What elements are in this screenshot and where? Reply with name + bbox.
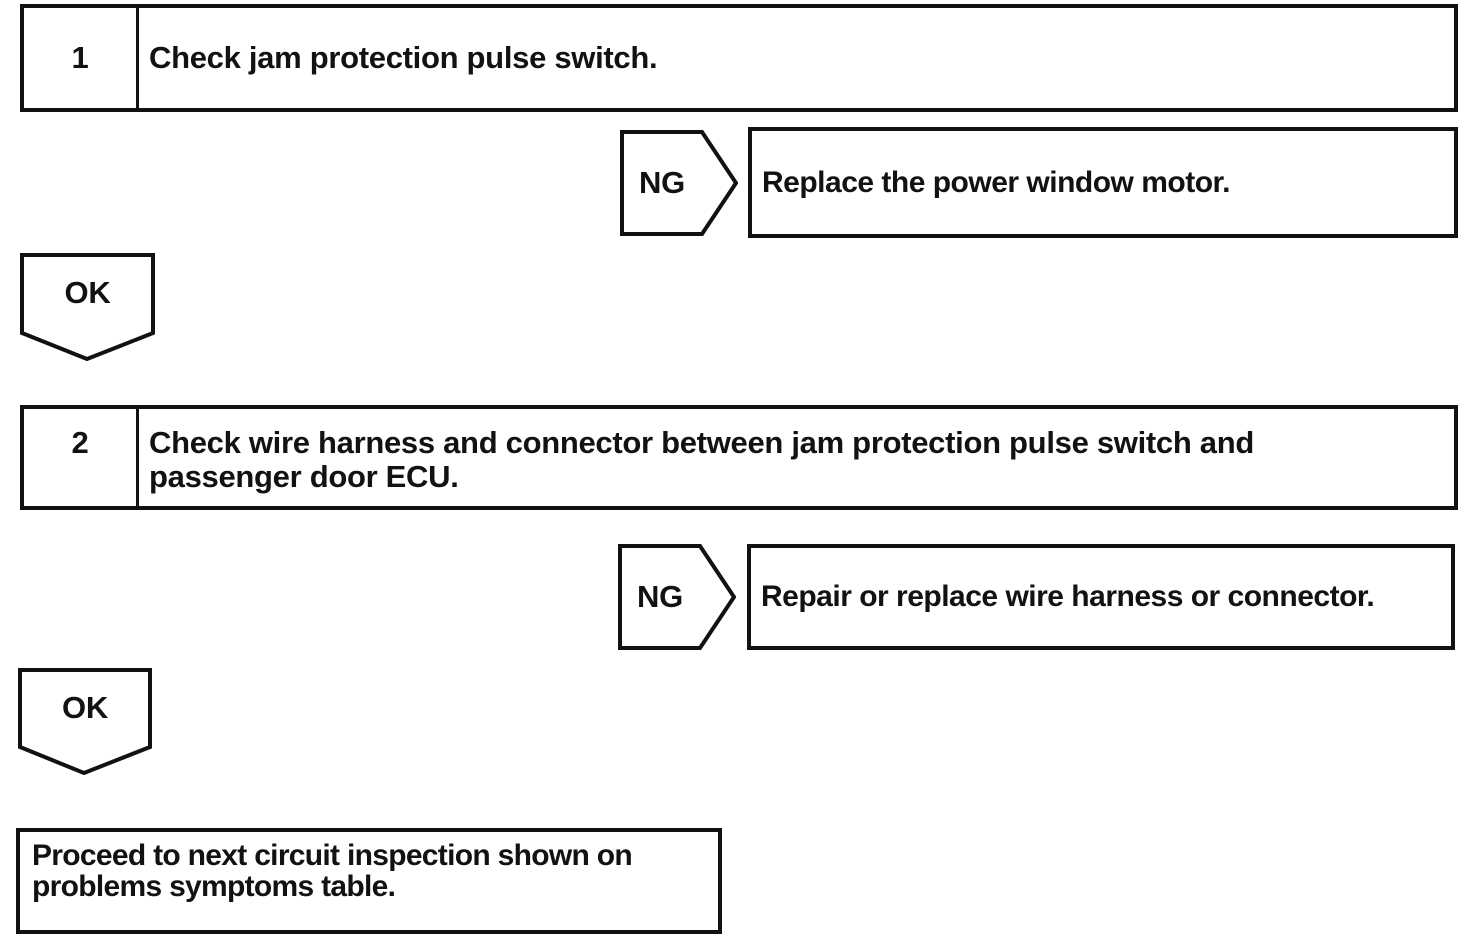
step-2-instruction: Check wire harness and connector between… (149, 425, 1255, 494)
right-arrow-pentagon-icon (618, 544, 736, 650)
ok-connector-1: OK (20, 253, 155, 361)
step-1-number: 1 (24, 8, 139, 108)
right-arrow-pentagon-icon (620, 130, 738, 236)
ng-connector-2: NG (618, 544, 736, 650)
ng-label-1: NG (639, 165, 685, 200)
down-arrow-pentagon-icon (20, 253, 155, 361)
ng-action-2-text: Repair or replace wire harness or connec… (761, 580, 1375, 613)
ng-action-1-box: Replace the power window motor. (748, 127, 1458, 238)
ng-action-2-box: Repair or replace wire harness or connec… (747, 544, 1455, 650)
step-2-number: 2 (24, 409, 139, 506)
ng-connector-1: NG (620, 130, 738, 236)
ng-action-1-text: Replace the power window motor. (762, 165, 1230, 199)
ng-label-2: NG (637, 579, 683, 614)
step-1-instruction: Check jam protection pulse switch. (149, 40, 658, 75)
ok-connector-2: OK (18, 668, 152, 775)
step-2-box: 2 Check wire harness and connector betwe… (20, 405, 1458, 510)
end-result-box: Proceed to next circuit inspection shown… (16, 828, 722, 934)
ok-label-1: OK (64, 275, 111, 310)
down-arrow-pentagon-icon (18, 668, 152, 775)
end-result-text: Proceed to next circuit inspection shown… (32, 839, 633, 903)
step-1-box: 1 Check jam protection pulse switch. (20, 4, 1458, 112)
ok-label-2: OK (62, 689, 108, 725)
